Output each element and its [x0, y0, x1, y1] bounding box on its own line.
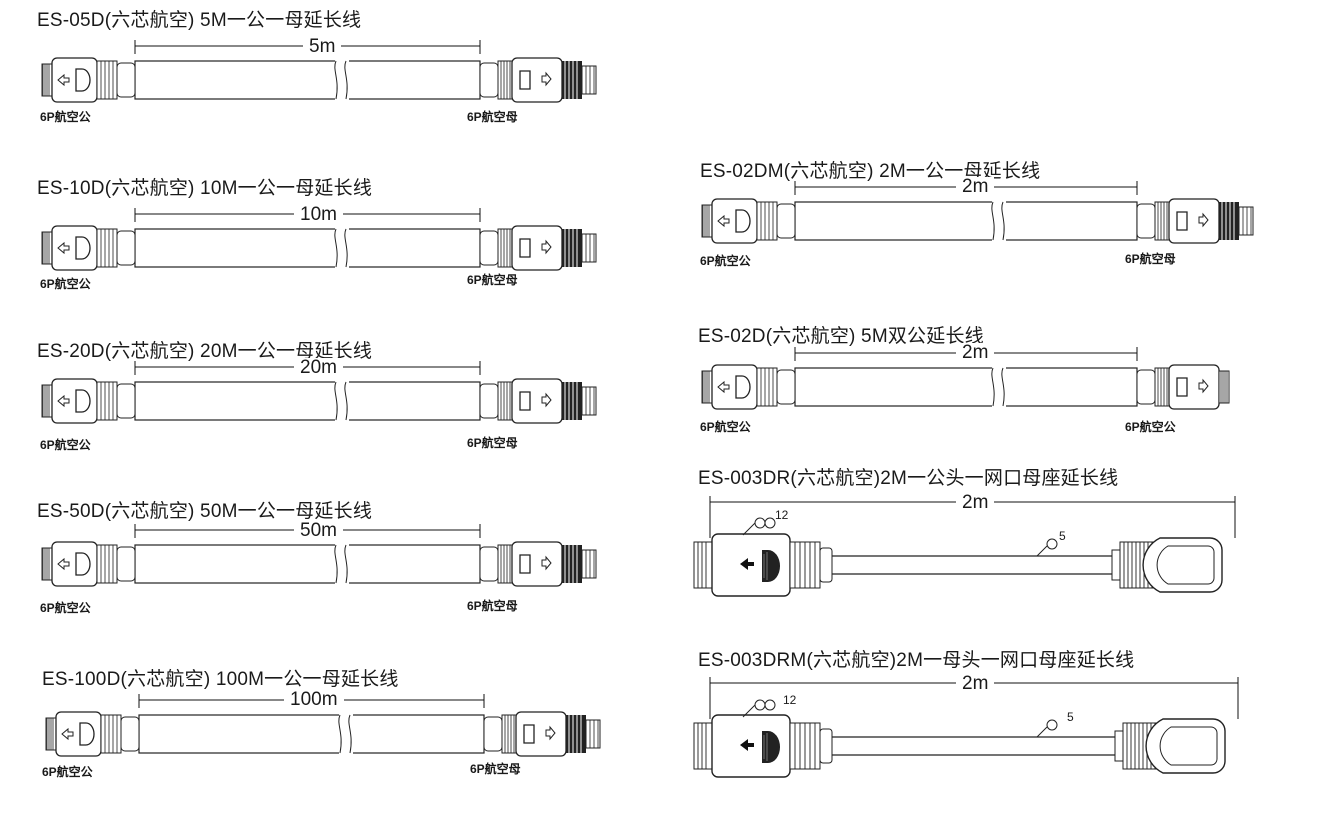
left-connector-label: 6P航空公 [42, 765, 93, 779]
length-label: 2m [956, 493, 995, 513]
diagram-title: ES-10D(六芯航空) 10M一公一母延长线 [37, 178, 373, 199]
length-label: 2m [956, 343, 995, 363]
length-label: 2m [956, 177, 995, 197]
callout-number: 5 [1059, 529, 1066, 543]
right-connector-label: 6P航空母 [1125, 252, 1176, 266]
length-label: 100m [284, 690, 344, 710]
callout-number: 5 [1067, 710, 1074, 724]
left-connector-label: 6P航空公 [40, 438, 91, 452]
right-connector-label: 6P航空母 [467, 436, 518, 450]
diagram-title: ES-003DRM(六芯航空)2M一母头一网口母座延长线 [698, 650, 1135, 671]
left-connector-label: 6P航空公 [40, 277, 91, 291]
right-connector-label: 6P航空母 [467, 110, 518, 124]
callout-number: 12 [775, 508, 789, 522]
left-connector-label: 6P航空公 [700, 254, 751, 268]
diagram-title: ES-100D(六芯航空) 100M一公一母延长线 [42, 669, 399, 690]
left-connector-label: 6P航空公 [40, 601, 91, 615]
length-label: 2m [956, 674, 995, 694]
length-label: 10m [294, 205, 343, 225]
length-label: 5m [303, 37, 342, 57]
right-connector-label: 6P航空母 [470, 762, 521, 776]
diagram-title: ES-05D(六芯航空) 5M一公一母延长线 [37, 10, 362, 31]
diagram-title: ES-02DM(六芯航空) 2M一公一母延长线 [700, 161, 1041, 182]
right-connector-label: 6P航空公 [1125, 420, 1176, 434]
left-connector-label: 6P航空公 [700, 420, 751, 434]
right-connector-label: 6P航空母 [467, 273, 518, 287]
right-connector-label: 6P航空母 [467, 599, 518, 613]
left-connector-label: 6P航空公 [40, 110, 91, 124]
diagram-title: ES-02D(六芯航空) 5M双公延长线 [698, 326, 984, 347]
callout-number: 12 [783, 693, 797, 707]
length-label: 50m [294, 521, 343, 541]
diagram-title: ES-50D(六芯航空) 50M一公一母延长线 [37, 501, 373, 522]
diagram-title: ES-003DR(六芯航空)2M一公头一网口母座延长线 [698, 468, 1119, 489]
diagram-title: ES-20D(六芯航空) 20M一公一母延长线 [37, 341, 373, 362]
length-label: 20m [294, 358, 343, 378]
